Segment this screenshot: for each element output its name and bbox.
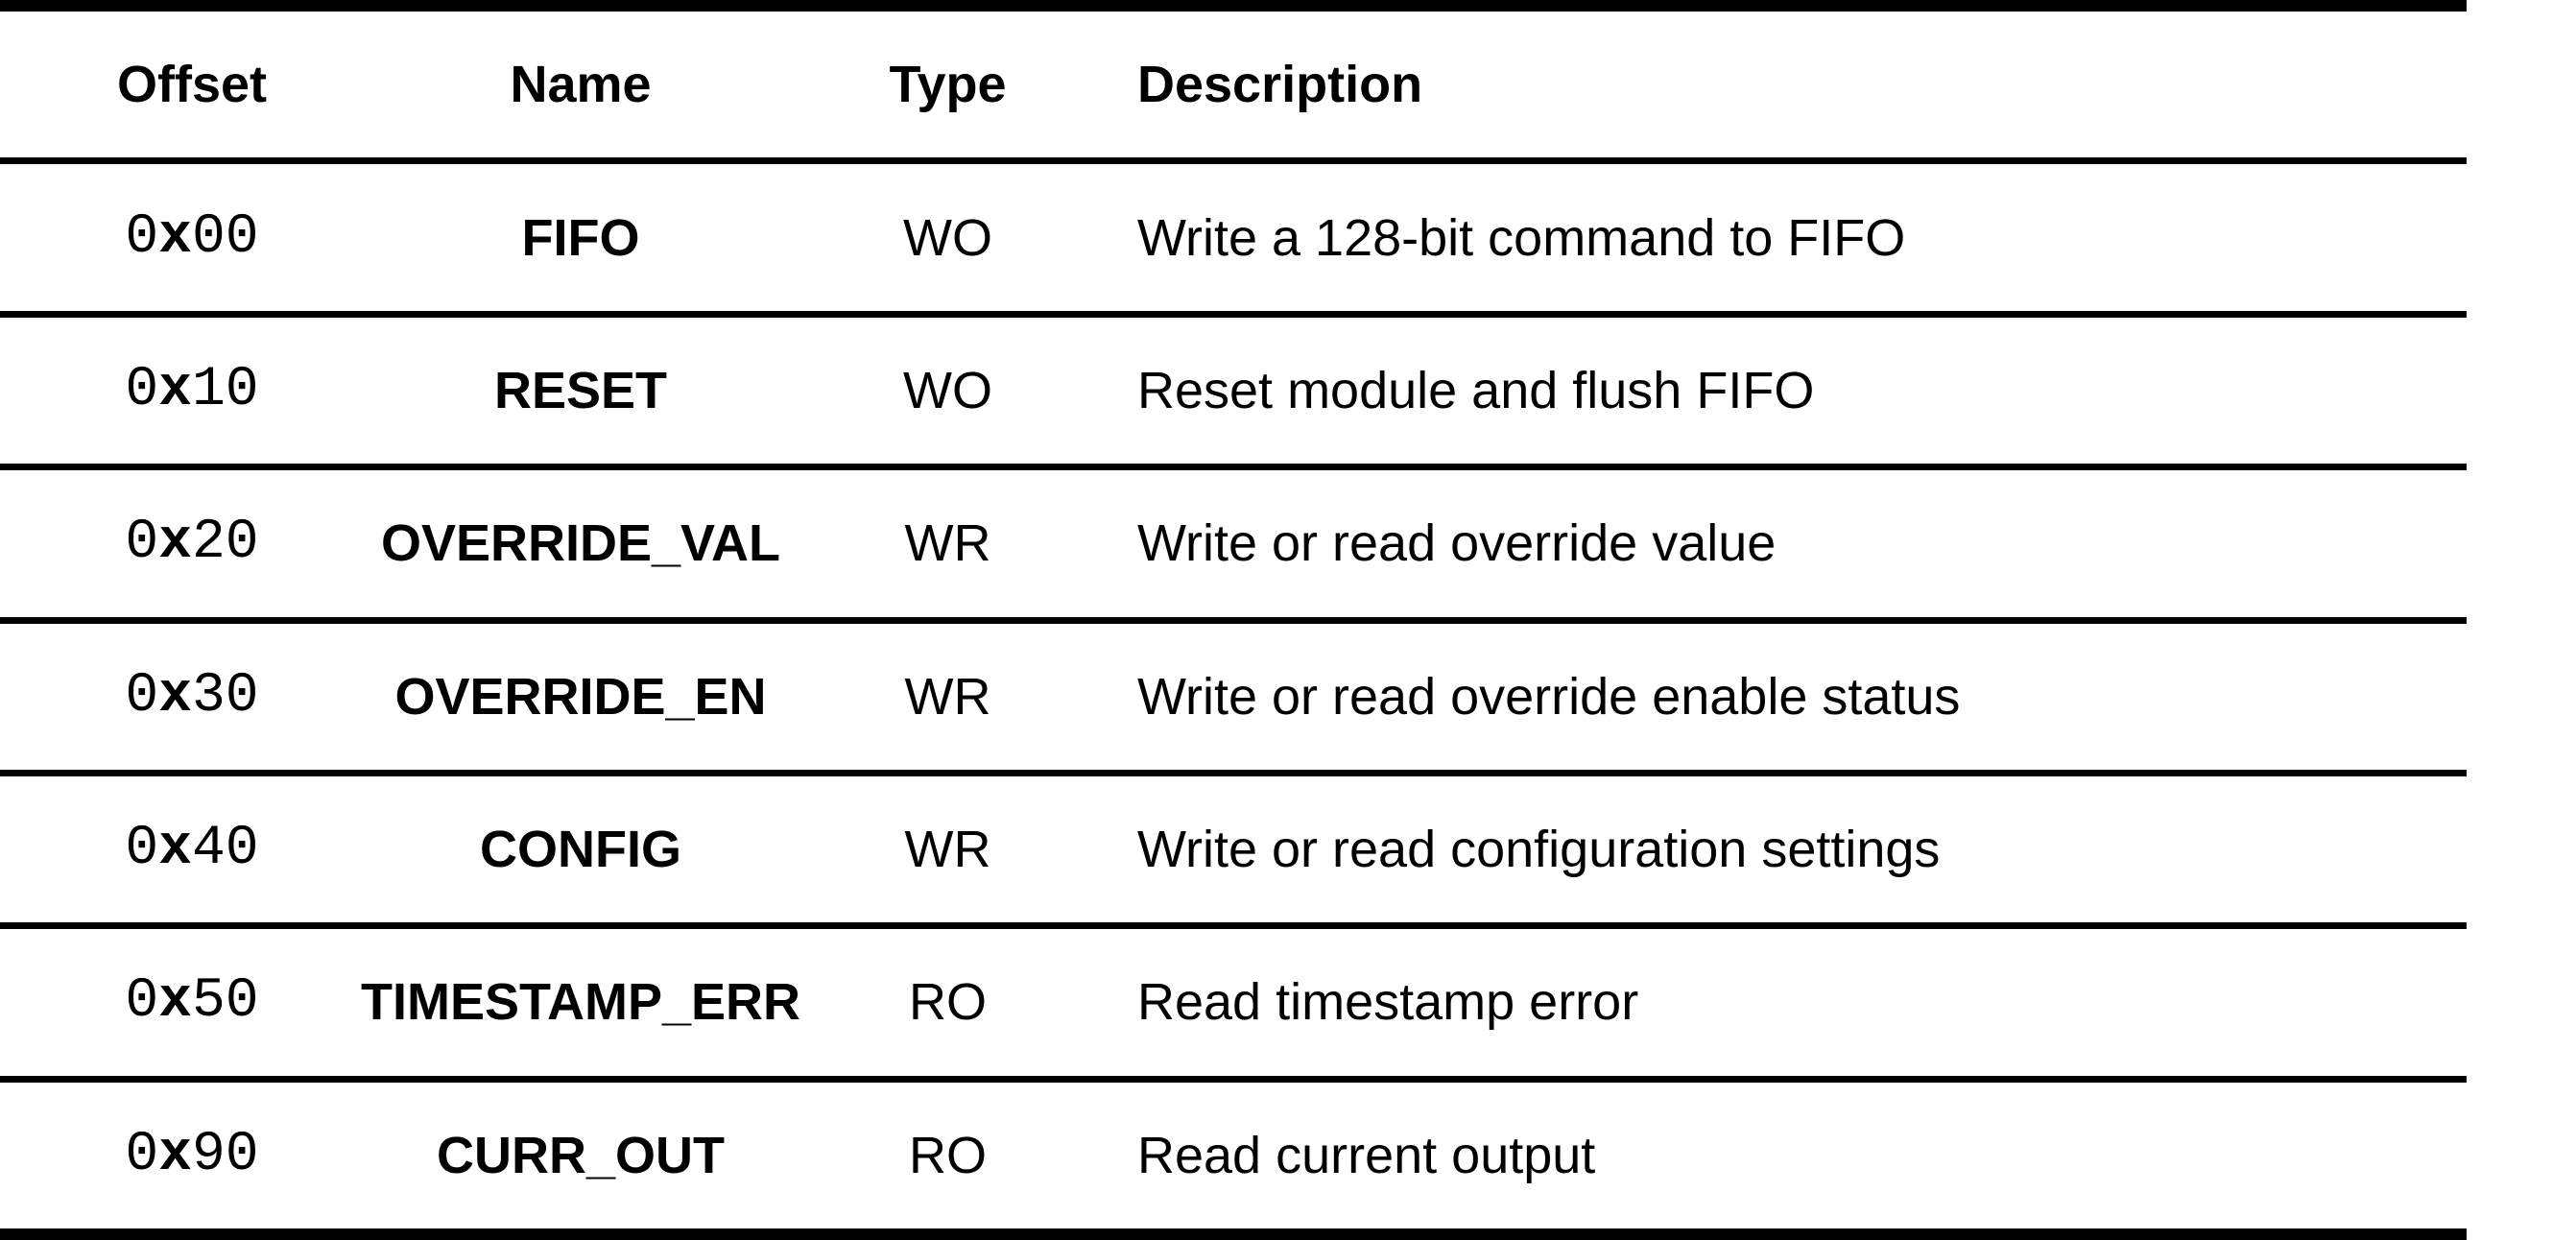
table-header-row: Offset Name Type Description: [0, 12, 2467, 165]
register-type-cell: WR: [904, 514, 991, 573]
register-description-cell: Read current output: [1137, 1126, 1596, 1184]
register-description-cell: Write or read override value: [1137, 514, 1777, 573]
register-name-cell: OVERRIDE_VAL: [380, 514, 781, 573]
register-description-cell: Write or read override enable status: [1137, 667, 1961, 726]
register-name-cell: FIFO: [521, 208, 640, 267]
column-header-name: Name: [510, 56, 652, 114]
register-description-cell: Write or read configuration settings: [1137, 821, 1941, 879]
register-description-cell: Reset module and flush FIFO: [1137, 361, 1815, 419]
register-type-cell: WO: [903, 208, 992, 267]
register-description-cell: Write a 128-bit command to FIFO: [1137, 208, 1906, 267]
column-header-offset: Offset: [116, 56, 267, 114]
register-type-cell: WO: [903, 361, 992, 419]
register-name-cell: CONFIG: [480, 821, 681, 879]
register-name-cell: OVERRIDE_EN: [394, 667, 767, 726]
register-type-cell: RO: [909, 1126, 987, 1184]
register-name-cell: CURR_OUT: [436, 1126, 725, 1184]
register-type-cell: WR: [904, 667, 991, 726]
column-header-description: Description: [1137, 56, 1423, 114]
column-header-type: Type: [889, 56, 1007, 114]
register-type-cell: WR: [904, 821, 991, 879]
register-name-cell: TIMESTAMP_ERR: [360, 973, 801, 1032]
register-type-cell: RO: [909, 973, 987, 1032]
register-name-cell: RESET: [493, 361, 668, 419]
register-description-cell: Read timestamp error: [1137, 973, 1639, 1032]
